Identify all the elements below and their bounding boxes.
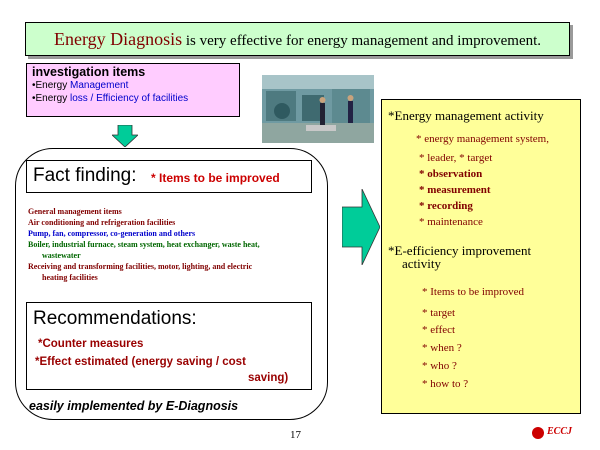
title-rest: is very effective for energy management … [182,33,542,49]
list-item: heating facilities [42,273,98,282]
fact-finding-box: Fact finding: * Items to be improved [26,160,312,193]
activity-item: * maintenance [419,216,483,228]
facility-photo [262,75,374,143]
improvement-item: * who ? [422,360,457,372]
list-item: General management items [28,207,122,216]
activity-heading: *Energy management activity [388,108,544,123]
improvement-heading-cont: activity [402,256,441,271]
fact-finding-subtitle: * Items to be improved [151,171,280,185]
improvement-item: * how to ? [422,378,469,390]
activity-item: * recording [419,200,473,212]
fact-finding-title: Fact finding: [33,165,137,186]
list-item: Boiler, industrial furnace, steam system… [28,240,260,249]
list-item: Air conditioning and refrigeration facil… [28,218,176,227]
general-items-list: General management items Air conditionin… [28,206,328,283]
investigation-heading: investigation items [32,65,146,79]
recommendation-line: saving) [248,372,289,384]
improvement-item: * target [422,307,456,319]
improvement-item: * effect [422,324,456,336]
recommendations-box [26,302,312,390]
activity-item: * energy management system, [416,133,549,145]
improvement-item: * when ? [422,342,462,354]
recommendation-line: *Counter measures [38,338,144,350]
arrow-down-icon [112,125,138,147]
improvement-item: * Items to be improved [422,286,525,298]
title-lead: Energy Diagnosis [53,29,183,49]
footer-note: easily implemented by E-Diagnosis [29,399,239,413]
investigation-item: •Energy loss / Efficiency of facilities [32,93,189,104]
logo-text: ECCJ [547,426,573,437]
improvement-heading: *E-efficiency improvement [388,243,532,258]
logo-circle-icon [532,427,544,439]
arrow-right-icon [342,189,380,265]
title-banner: Energy Diagnosis is very effective for e… [25,22,570,56]
investigation-item: •Energy Management [32,80,129,91]
recommendations-title: Recommendations: [33,308,197,329]
activity-box: *Energy management activity * energy man… [381,99,581,414]
page-number: 17 [290,429,301,441]
list-item: wastewater [42,251,81,260]
activity-item: * leader, * target [419,152,493,164]
recommendation-line: *Effect estimated (energy saving / cost [35,356,246,368]
list-item: Pump, fan, compressor, co-generation and… [28,229,196,238]
list-item: Receiving and transforming facilities, m… [28,262,253,271]
activity-item: * observation [419,168,483,180]
activity-item: * measurement [419,184,491,196]
investigation-box: investigation items •Energy Management •… [26,63,240,117]
eccj-logo: ECCJ [532,426,592,440]
